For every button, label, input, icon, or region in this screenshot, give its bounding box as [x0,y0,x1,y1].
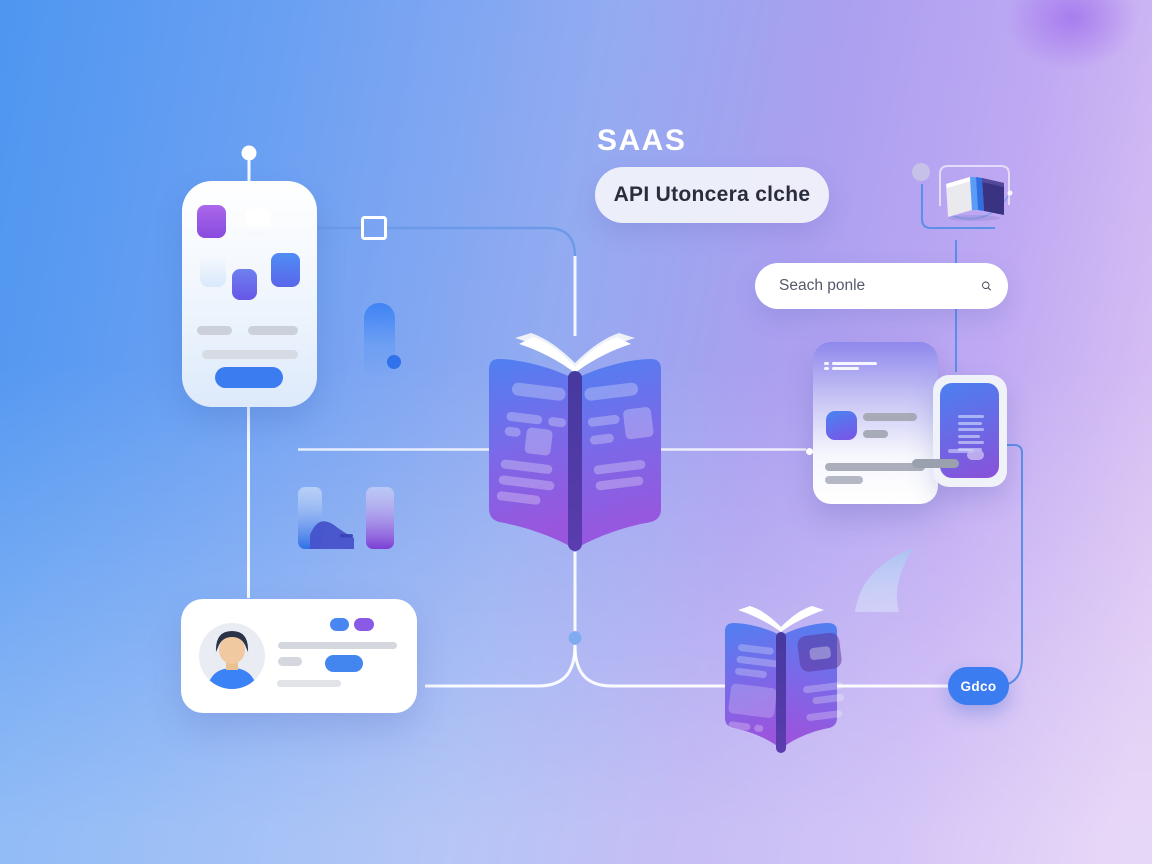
page-title: SAAS [597,124,687,157]
overlay-line [912,459,959,468]
card-header-line [832,367,859,370]
book-image-block [797,632,845,721]
frame-outline [939,165,1010,206]
tag-pill-purple [354,618,374,631]
person-avatar [199,623,265,689]
open-book-icon [489,333,661,551]
cta-button[interactable]: Gdco [948,667,1009,705]
square-node [361,216,387,240]
phone-button [215,367,283,388]
tagline-pill[interactable]: API Utoncera clche [595,167,829,223]
phone-mockup [182,181,317,407]
book-text-lines [496,382,567,505]
phone-tile-indigo [232,269,257,300]
phone-tile-blue [271,253,300,287]
profile-action-pill [325,655,363,672]
card-header-mark [824,367,829,370]
phone-tile-purple [197,205,226,238]
search-input[interactable] [777,276,981,296]
profile-text-line [277,680,341,687]
node-dot [241,145,257,161]
junction-dot [568,631,582,645]
wave-chart-icon [298,487,394,549]
panel-pill [967,450,984,460]
panel-line [958,421,982,425]
fin-shape [855,548,913,612]
book-spine [568,371,582,551]
card-back [933,375,1007,487]
panel-line [958,434,980,438]
card-text-line [863,430,888,438]
node-dot [912,163,930,181]
closed-book-icon [946,177,1004,221]
search-icon[interactable] [981,275,992,297]
book-pages [515,333,635,373]
search-bar[interactable] [755,263,1008,309]
open-book-icon [725,606,845,753]
card-thumbnail [826,411,857,440]
card-header-line [832,362,877,365]
panel-line [958,441,984,445]
book-text-lines [584,382,654,491]
card-text-line [825,476,863,484]
phone-tile-light [200,255,226,287]
card-text-line [825,463,925,471]
panel-line [958,428,984,432]
panel-line [948,449,974,453]
profile-card [181,599,417,713]
phone-text-line [202,350,298,359]
phone-tile-white [246,209,270,235]
edge-dot [806,448,813,455]
panel-line [958,415,984,419]
phone-text-line [248,326,298,335]
phone-text-line [197,326,232,335]
bar-dot [387,355,401,369]
card-text-line [863,413,917,421]
profile-text-line [278,642,397,649]
book-pages [738,606,824,632]
book-spine [776,632,786,753]
book-text-lines [728,644,779,732]
card-front [813,342,938,504]
card-header-mark [824,362,829,365]
profile-text-line [278,657,302,666]
tag-pill-blue [330,618,349,631]
